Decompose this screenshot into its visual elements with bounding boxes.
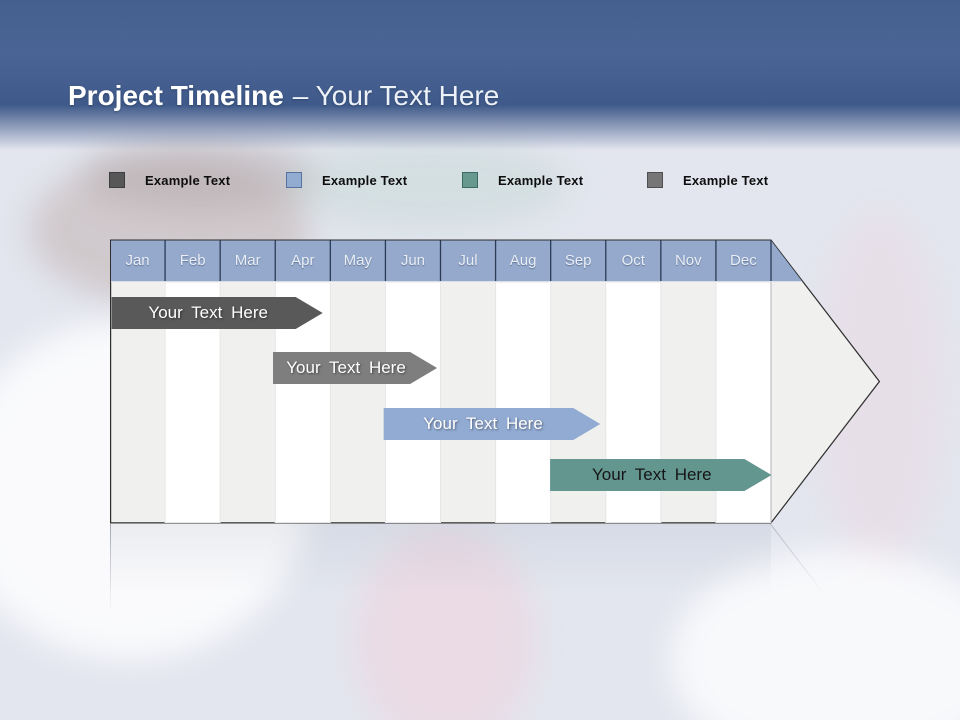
timeline-bar-4[interactable]: Your Text Here — [550, 459, 771, 491]
timeline-bar-2[interactable]: Your Text Here — [273, 352, 437, 384]
month-cell-aug: Aug — [509, 252, 537, 269]
month-cell-mar: Mar — [234, 252, 261, 269]
chart-reflection-left-line — [110, 524, 111, 612]
legend-item-1[interactable]: Example Text — [109, 170, 230, 190]
month-cell-sep: Sep — [564, 252, 592, 269]
month-cell-jul: Jul — [458, 252, 478, 269]
background-blob — [290, 140, 570, 230]
bar-label: Your Text Here — [423, 414, 543, 433]
bar-label: Your Text Here — [148, 303, 268, 322]
month-header-separators — [164, 240, 772, 282]
title-main: Project Timeline — [68, 79, 284, 111]
month-cell-apr: Apr — [291, 252, 315, 269]
timeline-bar-1[interactable]: Your Text Here — [112, 297, 323, 329]
legend-swatch-blue — [286, 172, 302, 188]
legend-label: Example Text — [322, 172, 408, 188]
legend-item-2[interactable]: Example Text — [286, 170, 407, 190]
month-cell-oct: Oct — [621, 252, 645, 269]
timeline-chart: Jan Feb Mar Apr May Jun Jul Aug Sep Oct … — [110, 239, 880, 524]
bar-label: Your Text Here — [592, 465, 712, 484]
legend-item-3[interactable]: Example Text — [462, 170, 583, 190]
timeline-bar-3[interactable]: Your Text Here — [384, 408, 601, 440]
bar-label: Your Text Here — [286, 358, 406, 377]
month-cell-dec: Dec — [730, 252, 757, 269]
legend-label: Example Text — [498, 172, 584, 188]
month-cell-feb: Feb — [179, 252, 206, 269]
chart-reflection — [110, 524, 771, 594]
title-band — [0, 0, 960, 152]
legend-item-4[interactable]: Example Text — [647, 170, 768, 190]
title-subtitle: – Your Text Here — [292, 79, 500, 111]
legend-swatch-gray — [647, 172, 663, 188]
month-cell-may: May — [343, 252, 373, 269]
month-header-band — [111, 240, 803, 282]
legend-label: Example Text — [145, 172, 231, 188]
legend-swatch-dark-gray — [109, 172, 125, 188]
month-cell-nov: Nov — [674, 252, 702, 269]
month-cell-jun: Jun — [400, 252, 426, 269]
background-blob — [355, 530, 535, 720]
slide-title: Project Timeline– Your Text Here — [68, 77, 499, 115]
timeline-arrow-shape — [110, 239, 880, 524]
legend-swatch-teal — [462, 172, 478, 188]
month-cell-jan: Jan — [125, 252, 150, 269]
legend-label: Example Text — [683, 172, 769, 188]
month-header-row: Jan Feb Mar Apr May Jun Jul Aug Sep Oct … — [110, 240, 771, 281]
